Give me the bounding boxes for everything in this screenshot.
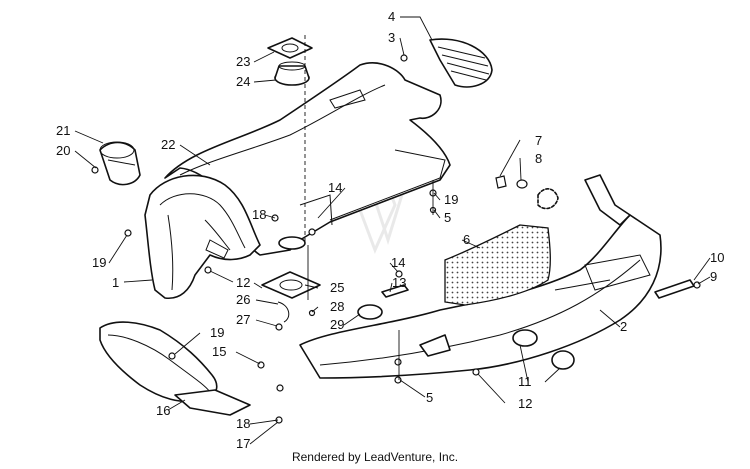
bolt[interactable] bbox=[495, 175, 507, 189]
callout-17: 17 bbox=[236, 436, 250, 451]
vent-grille[interactable] bbox=[429, 38, 493, 88]
grommet-ring[interactable] bbox=[278, 236, 306, 250]
end-cap[interactable] bbox=[551, 350, 575, 370]
cap-plug[interactable] bbox=[537, 188, 559, 210]
callout-11: 11 bbox=[518, 374, 532, 389]
main-bottom-pan[interactable] bbox=[299, 174, 662, 379]
callout-15: 15 bbox=[212, 344, 226, 359]
callout-5a: 5 bbox=[444, 210, 451, 225]
callout-18a: 18 bbox=[252, 207, 266, 222]
callout-9: 9 bbox=[710, 269, 717, 284]
callout-29: 29 bbox=[330, 317, 344, 332]
grommet-plate[interactable] bbox=[267, 37, 313, 59]
callout-26: 26 bbox=[236, 292, 250, 307]
washer[interactable] bbox=[516, 179, 528, 189]
callout-21: 21 bbox=[56, 123, 70, 138]
callout-5b: 5 bbox=[426, 390, 433, 405]
callout-20: 20 bbox=[56, 143, 70, 158]
front-lower-cover[interactable] bbox=[99, 321, 251, 416]
callout-4: 4 bbox=[388, 9, 395, 24]
callout-27: 27 bbox=[236, 312, 250, 327]
callout-2: 2 bbox=[620, 319, 627, 334]
reflector[interactable] bbox=[654, 279, 695, 299]
callout-12b: 12 bbox=[518, 396, 532, 411]
callout-14a: 14 bbox=[328, 180, 342, 195]
footer-credit: Rendered by LeadVenture, Inc. bbox=[291, 450, 459, 464]
callout-24: 24 bbox=[236, 74, 250, 89]
callout-8: 8 bbox=[535, 151, 542, 166]
vent-boot[interactable] bbox=[99, 141, 141, 186]
callout-18b: 18 bbox=[236, 416, 250, 431]
callout-19b: 19 bbox=[92, 255, 106, 270]
callout-7: 7 bbox=[535, 133, 542, 148]
callout-12a: 12 bbox=[236, 275, 250, 290]
small-hardware bbox=[91, 54, 701, 424]
clamp[interactable] bbox=[275, 301, 290, 331]
traction-panel[interactable] bbox=[444, 224, 551, 306]
callout-23: 23 bbox=[236, 54, 250, 69]
callout-10: 10 bbox=[710, 250, 724, 265]
lower-grommet-plate[interactable] bbox=[261, 271, 321, 299]
callout-19c: 19 bbox=[210, 325, 224, 340]
callout-19a: 19 bbox=[444, 192, 458, 207]
callout-14b: 14 bbox=[391, 255, 405, 270]
bracket-strip[interactable] bbox=[381, 284, 409, 298]
callout-6: 6 bbox=[463, 232, 470, 247]
assembly-axes bbox=[304, 35, 434, 380]
ring-clamp[interactable] bbox=[357, 304, 383, 320]
callout-1: 1 bbox=[112, 275, 119, 290]
callout-28: 28 bbox=[330, 299, 344, 314]
callout-16: 16 bbox=[156, 403, 170, 418]
callout-22: 22 bbox=[161, 137, 175, 152]
callout-25: 25 bbox=[330, 280, 344, 295]
left-side-panel[interactable] bbox=[144, 174, 261, 300]
callout-3: 3 bbox=[388, 30, 395, 45]
grommet-boot[interactable] bbox=[274, 61, 310, 86]
leader-lines bbox=[74, 16, 711, 445]
callout-labels: 4 3 23 24 21 20 22 7 8 14 19 18 5 6 10 1… bbox=[56, 9, 724, 451]
callout-13: 13 bbox=[392, 275, 406, 290]
